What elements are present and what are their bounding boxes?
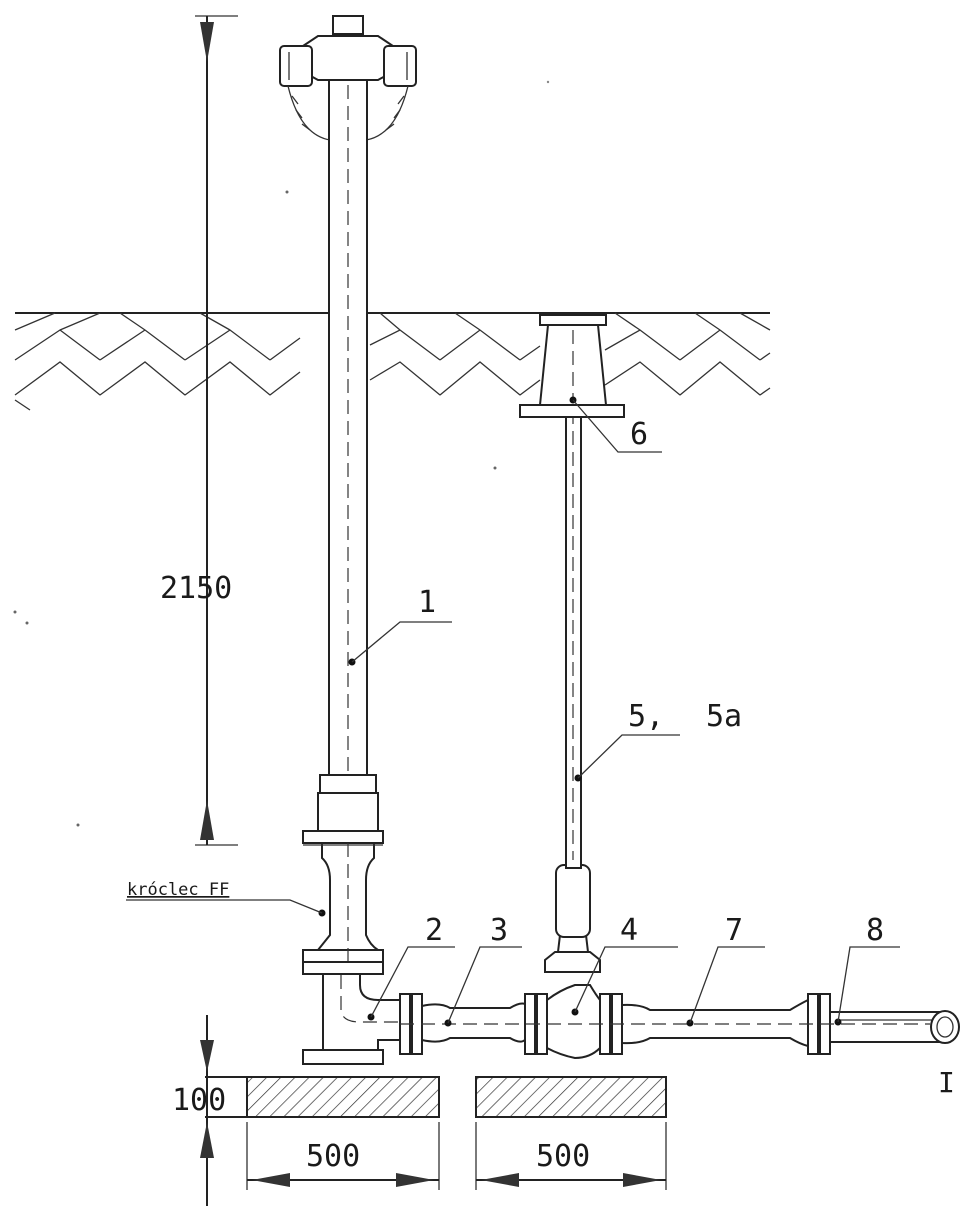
foundation-blocks <box>205 1076 667 1118</box>
item-7-label: 7 <box>725 913 743 948</box>
valve-key-assembly <box>519 314 625 973</box>
item-3-label: 3 <box>490 913 508 948</box>
item-5-label: 5, <box>628 699 664 734</box>
leader-item-2 <box>367 946 455 1021</box>
item-6-label: 6 <box>630 417 648 452</box>
kroclec-label: króclec FF <box>127 880 229 900</box>
leader-kroclec <box>126 899 326 917</box>
leader-item-7 <box>686 946 765 1027</box>
hydrant-standpipe <box>302 79 384 963</box>
leader-item-6 <box>569 396 662 453</box>
dimension-height-label: 2150 <box>160 571 232 606</box>
dimension-block-right <box>475 1122 667 1190</box>
item-2-label: 2 <box>425 913 443 948</box>
elbow-fitting <box>302 961 401 1065</box>
leader-item-8 <box>834 946 900 1026</box>
dimension-base <box>200 1015 214 1206</box>
horizontal-pipeline <box>399 984 960 1060</box>
dimension-block-right-label: 500 <box>536 1139 590 1174</box>
item-1-label: 1 <box>418 585 436 620</box>
scan-specks <box>13 80 550 827</box>
dimension-height <box>195 15 238 846</box>
section-mark: I <box>938 1066 955 1099</box>
leader-item-5 <box>574 734 680 782</box>
item-5a-label: 5a <box>706 699 742 734</box>
leader-item-4 <box>571 946 678 1016</box>
leader-item-3 <box>444 946 522 1027</box>
hydrant-head <box>279 15 417 141</box>
leader-item-1 <box>348 621 452 666</box>
dimension-block-left-label: 500 <box>306 1139 360 1174</box>
ground-surface <box>14 312 771 411</box>
dimension-block-left <box>246 1122 440 1190</box>
item-8-label: 8 <box>866 913 884 948</box>
item-4-label: 4 <box>620 913 638 948</box>
dimension-base-label: 100 <box>172 1083 226 1118</box>
